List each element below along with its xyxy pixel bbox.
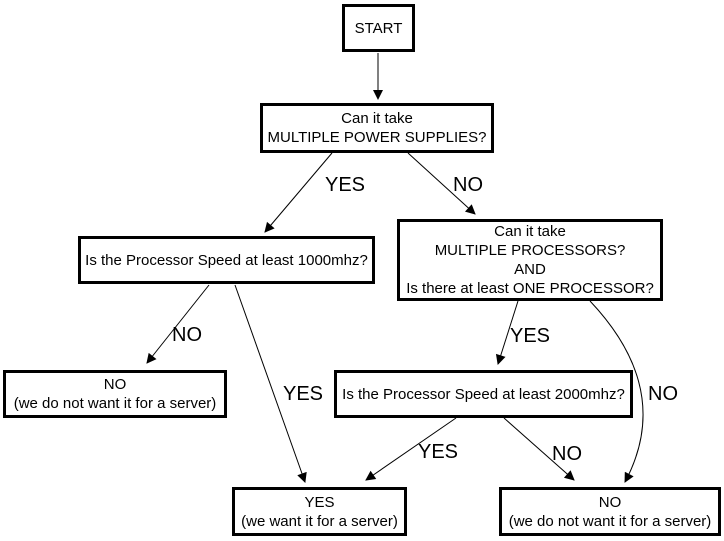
node-line: NO [103,376,127,393]
node-line: MULTIPLE PROCESSORS? [434,242,626,259]
arrow-speed2000-yes-to-yes [365,417,457,481]
arrow-multiproc-no-to-no [589,300,644,483]
node-question-speed-2000mhz: Is the Processor Speed at least 2000mhz? [334,370,633,418]
arrow-speed2000-no-to-no [503,417,575,481]
edge-label-power-no: NO [453,174,483,196]
arrow-multiproc-yes-to-speed2000 [495,300,519,365]
node-line: (we do not want it for a server) [508,512,712,530]
arrow-speed1000-no-to-no [146,284,210,364]
edge-label-power-yes: YES [325,174,366,196]
arrow-power-yes-to-speed1000 [264,152,333,233]
node-line: NO [598,493,622,511]
node-line: MULTIPLE POWER SUPPLIES? [267,129,487,146]
node-line: Can it take [341,110,413,127]
edge-label-multiproc-yes: YES [510,325,551,347]
node-line: (we do not want it for a server) [13,395,217,412]
edge-label-speed2000-yes: YES [418,441,459,463]
arrow-speed1000-yes-to-yes [234,284,307,483]
node-line: START [354,19,403,37]
node-line: Is there at least ONE PROCESSOR? [406,280,654,297]
node-line: Is the Processor Speed at least 2000mhz? [342,385,625,403]
node-question-speed-1000mhz: Is the Processor Speed at least 1000mhz? [78,236,375,284]
node-question-power-supplies: Can it take MULTIPLE POWER SUPPLIES? [260,103,494,153]
node-line: YES [304,493,335,511]
node-line: AND [514,261,546,278]
edge-label-speed2000-no: NO [552,443,582,465]
node-result-yes: YES (we want it for a server) [232,487,407,536]
node-start: START [342,4,415,52]
node-result-no-right: NO (we do not want it for a server) [499,487,721,536]
node-line: (we want it for a server) [241,512,398,530]
edge-label-multiproc-no: NO [648,383,678,405]
node-line: Is the Processor Speed at least 1000mhz? [85,251,368,269]
edge-label-speed1000-no: NO [172,324,202,346]
arrow-power-no-to-multiproc [407,152,476,215]
node-result-no-left: NO (we do not want it for a server) [3,370,227,418]
edge-label-speed1000-yes: YES [283,383,324,405]
node-question-multiple-processors: Can it take MULTIPLE PROCESSORS? AND Is … [397,219,663,301]
node-line: Can it take [494,223,566,240]
